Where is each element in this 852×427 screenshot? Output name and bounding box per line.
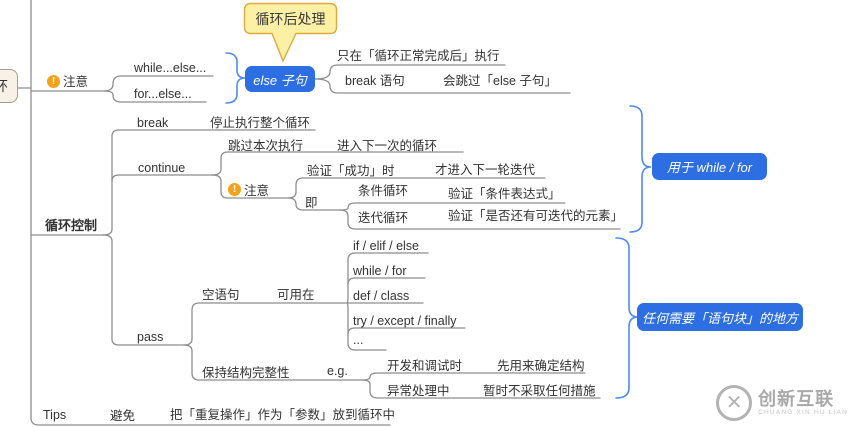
topic-empty-statement[interactable]: 空语句	[202, 288, 240, 302]
topic-only-after-normal-finish[interactable]: 只在「循环正常完成后」执行	[337, 49, 500, 63]
topic-repeat-as-parameter[interactable]: 把「重复操作」作为「参数」放到循环中	[170, 408, 396, 422]
topic-break[interactable]: break	[137, 116, 169, 130]
topic-if-elif-else[interactable]: if / elif / else	[353, 239, 419, 253]
topic-usable-in[interactable]: 可用在	[277, 288, 315, 302]
topic-skip-this-run[interactable]: 跳过本次执行	[228, 139, 304, 153]
topic-dev-debug[interactable]: 开发和调试时	[387, 359, 463, 373]
watermark-name: 创新互联	[758, 388, 835, 409]
topic-while-else[interactable]: while...else...	[134, 61, 207, 75]
watermark-text-block: 创新互联 CHUANG XIN HU LIAN	[758, 390, 848, 417]
topic-verify-success[interactable]: 验证「成功」时	[307, 164, 395, 178]
topic-for-else[interactable]: for...else...	[134, 87, 192, 101]
topic-eg[interactable]: e.g.	[327, 364, 348, 378]
topic-exception-handling[interactable]: 异常处理中	[387, 384, 450, 398]
warning-icon[interactable]: !	[47, 75, 60, 88]
topic-define-structure-first[interactable]: 先用来确定结构	[497, 359, 585, 373]
topic-def-class[interactable]: def / class	[353, 289, 410, 303]
topic-verify-iterable-elements[interactable]: 验证「是否还有可迭代的元素」	[448, 209, 624, 223]
root-topic-partial[interactable]: 环	[0, 69, 18, 103]
topic-break-statement[interactable]: break 语句	[345, 74, 405, 88]
topic-try-except-finally[interactable]: try / except / finally	[353, 314, 457, 328]
warning-glyph: !	[232, 183, 237, 195]
topic-iterative-loop[interactable]: 迭代循环	[358, 211, 409, 225]
topic-verify-condition-expr[interactable]: 验证「条件表达式」	[448, 187, 561, 201]
root-topic-label: 环	[0, 78, 8, 94]
topic-notice-top[interactable]: 注意	[63, 75, 89, 89]
topic-take-no-action[interactable]: 暂时不采取任何措施	[483, 384, 596, 398]
topic-loop-control[interactable]: 循环控制	[45, 218, 98, 233]
topic-notice-continue[interactable]: 注意	[244, 184, 270, 198]
topic-ellipsis[interactable]: ...	[353, 333, 364, 347]
blue-brace-icons	[225, 52, 652, 399]
watermark-subtitle: CHUANG XIN HU LIAN	[758, 408, 848, 416]
topic-stop-whole-loop[interactable]: 停止执行整个循环	[210, 116, 311, 130]
watermark-logo-icon: ✕	[716, 385, 753, 421]
topic-conditional-loop[interactable]: 条件循环	[358, 184, 409, 198]
topic-keep-structure[interactable]: 保持结构完整性	[202, 366, 290, 380]
node-else-clause[interactable]: else 子句	[245, 66, 315, 92]
node-anywhere-block-needed[interactable]: 任何需要「语句块」的地方	[637, 303, 803, 331]
callout-post-loop[interactable]: 循环后处理	[255, 10, 326, 27]
topic-next-iteration[interactable]: 才进入下一轮迭代	[435, 163, 536, 177]
topic-while-for[interactable]: while / for	[353, 264, 407, 278]
topic-skips-else-clause[interactable]: 会跳过「else 子句」	[443, 74, 557, 88]
topic-pass[interactable]: pass	[137, 330, 164, 344]
node-used-for-while-for[interactable]: 用于 while / for	[652, 153, 767, 180]
topic-continue[interactable]: continue	[138, 161, 186, 175]
topic-that-is[interactable]: 即	[305, 196, 318, 210]
topic-tips[interactable]: Tips	[43, 408, 67, 422]
watermark-x-glyph: ✕	[725, 392, 743, 414]
warning-glyph: !	[51, 75, 56, 87]
watermark: ✕ 创新互联 CHUANG XIN HU LIAN	[716, 385, 848, 421]
topic-enter-next-loop[interactable]: 进入下一次的循环	[337, 139, 438, 153]
warning-icon[interactable]: !	[228, 183, 241, 196]
topic-avoid[interactable]: 避免	[110, 409, 136, 423]
